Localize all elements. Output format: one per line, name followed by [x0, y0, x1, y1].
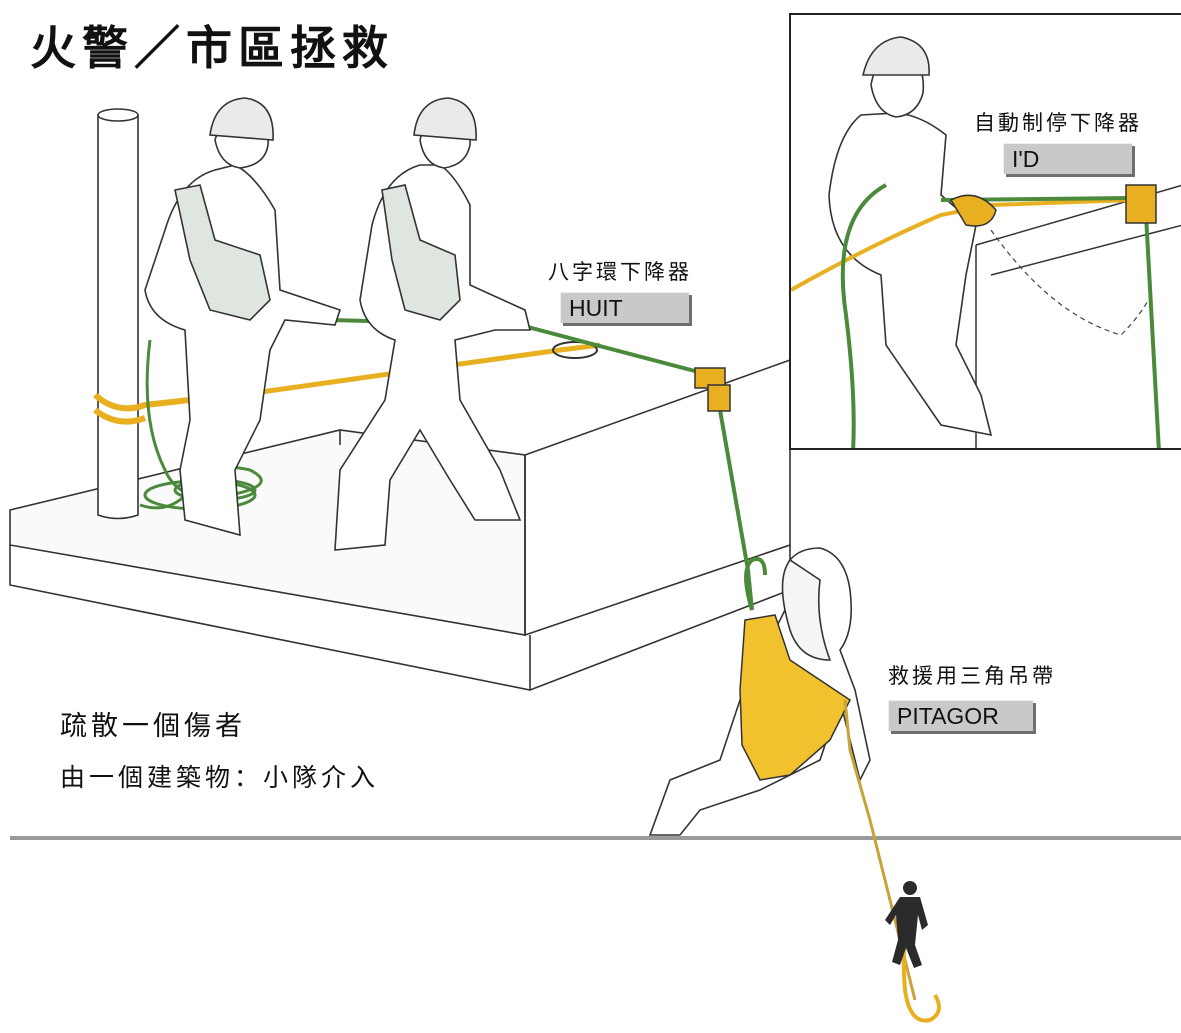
sling-hook	[744, 557, 767, 611]
rescuer-left	[144, 97, 342, 537]
pillar	[97, 108, 139, 520]
rescuer-right	[334, 97, 532, 551]
anchor-rope	[189, 342, 601, 405]
pitagor-caption: 救援用三角吊帶	[888, 664, 1056, 688]
id-caption: 自動制停下降器	[974, 111, 1142, 135]
huit-device	[694, 367, 731, 412]
id-tag: I'D	[1003, 143, 1132, 174]
anchor-sling	[93, 392, 191, 425]
pitagor-tag: PITAGOR	[888, 700, 1033, 731]
description-line-1: 疏散一個傷者	[60, 711, 246, 742]
page-title: 火警／市區拯救	[30, 21, 394, 75]
inset-detail-panel: 自動制停下降器 I'D	[789, 13, 1181, 450]
guide-rope	[843, 699, 917, 1001]
pitagor-sling	[739, 614, 851, 781]
anchor-device	[1125, 184, 1157, 224]
huit-tag: HUIT	[560, 292, 689, 323]
carabiner	[552, 341, 598, 359]
inset-illustration	[791, 36, 1181, 448]
ground-helper	[885, 881, 928, 968]
description-line-2: 由一個建築物：小隊介入	[60, 763, 380, 792]
id-device	[949, 194, 997, 227]
huit-caption: 八字環下降器	[548, 260, 692, 284]
